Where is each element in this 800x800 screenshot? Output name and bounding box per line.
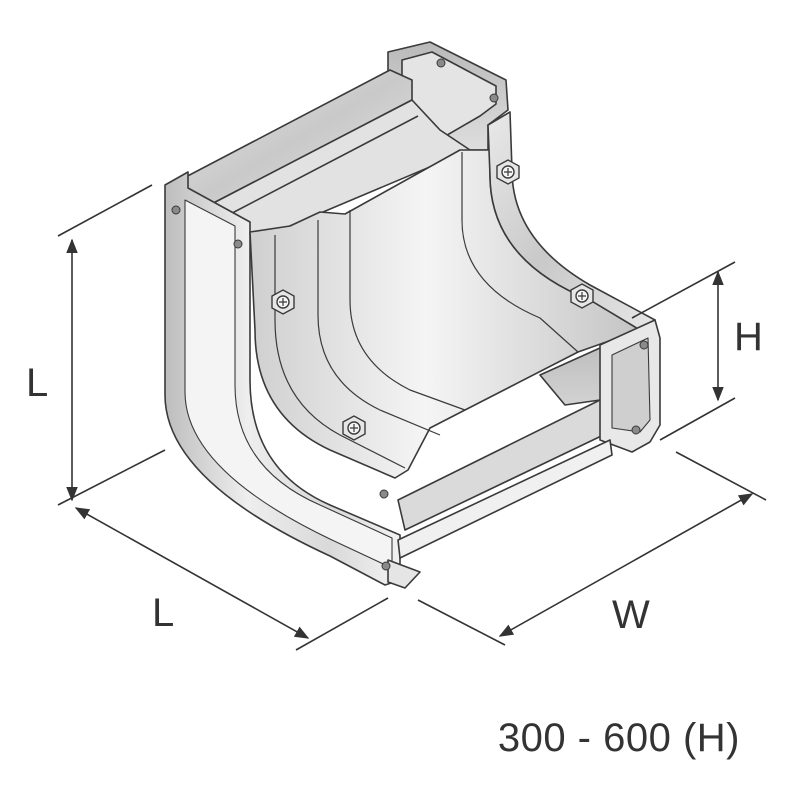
left-side-wall-band (184, 199, 393, 569)
label-width: W (612, 593, 650, 637)
height-range-caption: 300 - 600 (H) (497, 716, 740, 760)
bottom-flange-tab (387, 559, 421, 589)
dimension-arrow-icon (57, 184, 767, 651)
bed-rib-3 (349, 210, 466, 411)
bed-rib-2 (317, 220, 441, 436)
dim-h-ext-bottom (659, 397, 736, 441)
dim-w-line (498, 493, 754, 637)
dim-h-ext-top (631, 261, 736, 319)
bed-rib-1 (274, 235, 406, 469)
dim-w-ext-left (417, 599, 506, 646)
dim-l-bottom-line (74, 507, 310, 639)
top-channel-rib (214, 115, 419, 223)
label-height-right: H (734, 315, 763, 359)
label-height-left: L (26, 361, 48, 405)
hex-bolt-icon (271, 159, 594, 441)
dim-l-vertical-ext-bottom (57, 449, 166, 506)
dim-w-ext-right (675, 451, 767, 501)
label-length-bottom: L (152, 591, 174, 635)
dim-l-bottom-ext-right (295, 597, 389, 651)
cable-tray-fitting (164, 41, 661, 589)
rivet-hole-icon (171, 58, 649, 571)
bottom-channel-end-inner (611, 337, 651, 433)
dim-l-vertical-ext-top (57, 184, 153, 237)
bed-rib-4 (461, 152, 579, 353)
